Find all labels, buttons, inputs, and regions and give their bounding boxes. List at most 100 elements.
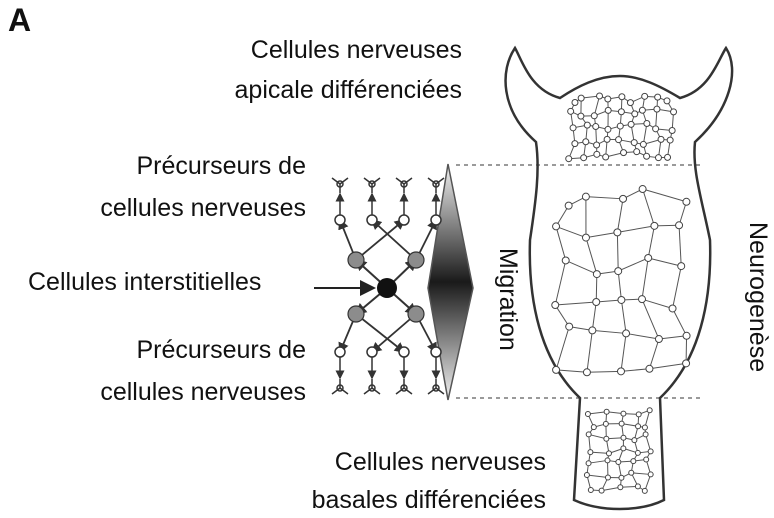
nerve-cell: [583, 369, 590, 376]
nerve-cell: [605, 126, 611, 132]
nerve-cell: [604, 436, 609, 441]
basal-nerve-net: [584, 408, 653, 494]
differentiated-neuron: [332, 379, 348, 394]
nerve-fiber: [556, 327, 569, 370]
nerve-cell: [594, 142, 600, 148]
nerve-fiber: [649, 339, 658, 369]
nerve-fiber: [586, 238, 597, 274]
nerve-fiber: [649, 363, 686, 368]
nerve-cell: [648, 472, 653, 477]
nerve-cell: [627, 100, 633, 106]
nerve-fiber: [679, 225, 681, 266]
nerve-cell: [562, 257, 569, 264]
intermediate-cell: [408, 252, 424, 268]
precursor-cell: [367, 215, 377, 225]
precursor-cell: [431, 347, 441, 357]
precursor-cell: [335, 215, 345, 225]
differentiated-neuron: [396, 178, 412, 193]
nerve-fiber: [617, 199, 623, 233]
nerve-cell: [654, 106, 660, 112]
nerve-cell: [620, 195, 627, 202]
differentiated-neuron: [332, 178, 348, 193]
nerve-cell: [621, 150, 627, 156]
nerve-fiber: [555, 302, 596, 305]
differentiated-neuron: [396, 379, 412, 394]
nerve-cell: [584, 122, 590, 128]
nerve-cell: [678, 263, 685, 270]
nerve-cell: [639, 107, 645, 113]
precursor-cell: [399, 215, 409, 225]
nerve-fiber: [643, 189, 687, 202]
nerve-cell: [589, 327, 596, 334]
nerve-cell: [603, 154, 609, 160]
nerve-fiber: [586, 197, 623, 199]
nerve-cell: [599, 488, 604, 493]
migration-gradient-diamond: [428, 164, 473, 400]
nerve-cell: [645, 254, 652, 261]
nerve-cell: [632, 438, 637, 443]
nerve-cell: [578, 95, 584, 101]
nerve-fiber: [648, 258, 681, 266]
nerve-fiber: [618, 258, 648, 271]
nerve-cell: [618, 109, 624, 115]
nerve-cell: [621, 411, 626, 416]
nerve-fiber: [596, 274, 597, 302]
nerve-fiber: [621, 369, 649, 372]
nerve-cell: [604, 136, 610, 142]
nerve-cell: [647, 408, 652, 413]
intermediate-cell: [408, 306, 424, 322]
nerve-cell: [578, 113, 584, 119]
nerve-cell: [619, 421, 624, 426]
nerve-cell: [635, 450, 640, 455]
nerve-cell: [584, 472, 589, 477]
nerve-cell: [591, 113, 597, 119]
nerve-cell: [669, 305, 676, 312]
differentiated-neuron: [364, 379, 380, 394]
nerve-cell: [566, 156, 572, 162]
nerve-fiber: [642, 299, 659, 339]
nerve-cell: [631, 140, 637, 146]
nerve-cell: [676, 222, 683, 229]
nerve-fiber: [592, 330, 626, 333]
nerve-cell: [618, 368, 625, 375]
nerve-cell: [552, 302, 559, 309]
intermediate-cell: [348, 306, 364, 322]
nerve-cell: [655, 155, 661, 161]
nerve-cell: [631, 459, 636, 464]
nerve-cell: [553, 366, 560, 373]
nerve-cell: [605, 475, 610, 480]
nerve-cell: [586, 461, 591, 466]
nerve-cell: [582, 193, 589, 200]
nerve-fiber: [587, 371, 621, 372]
nerve-cell: [629, 470, 634, 475]
nerve-cell: [655, 336, 662, 343]
nerve-fiber: [587, 330, 592, 372]
nerve-cell: [621, 446, 626, 451]
nerve-cell: [586, 432, 591, 437]
nerve-fiber: [673, 308, 687, 335]
nerve-cell: [605, 458, 610, 463]
nerve-fiber: [621, 333, 626, 371]
nerve-fiber: [587, 475, 608, 478]
nerve-cell: [591, 425, 596, 430]
nerve-cell: [605, 107, 611, 113]
nerve-cell: [623, 330, 630, 337]
nerve-cell: [640, 141, 646, 147]
nerve-cell: [617, 123, 623, 129]
nerve-cell: [658, 136, 664, 142]
nerve-cell: [615, 268, 622, 275]
nerve-cell: [651, 222, 658, 229]
precursor-cell: [399, 347, 409, 357]
nerve-cell: [664, 98, 670, 104]
nerve-cell: [553, 223, 560, 230]
nerve-fiber: [659, 336, 687, 339]
nerve-fiber: [673, 266, 682, 308]
nerve-cell: [634, 149, 640, 155]
precursor-cell: [335, 347, 345, 357]
nerve-cell: [683, 360, 690, 367]
nerve-cell: [628, 121, 634, 127]
nerve-fiber: [556, 226, 586, 237]
nerve-cell: [648, 449, 653, 454]
nerve-cell: [570, 125, 576, 131]
